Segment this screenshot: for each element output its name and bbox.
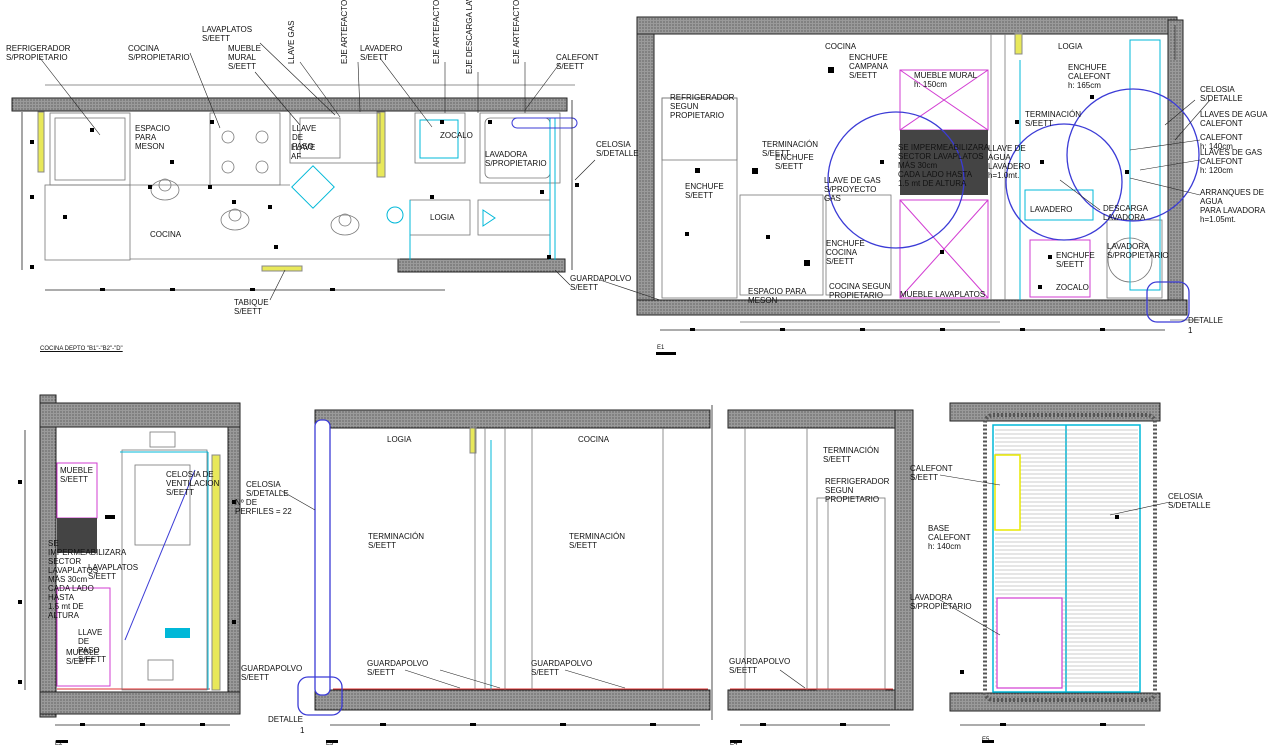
plan-view bbox=[11, 42, 596, 301]
e1-label-enchufe-1: ENCHUFE S/EETT bbox=[775, 153, 814, 171]
e1-label-descarga: DESCARGA LAVADORA bbox=[1103, 204, 1148, 222]
e3-label-guardapolvo-2: GUARDAPOLVO S/EETT bbox=[531, 659, 593, 677]
e5-label-calefont: CALEFONT S/EETT bbox=[910, 464, 953, 482]
e1-label-mueble-lavaplatos: MUEBLE LAVAPLATOS bbox=[900, 290, 986, 299]
e1-label-mueble-mural: MUEBLE MURAL h: 150cm bbox=[914, 71, 978, 89]
e5-label-base-calefont: BASE CALEFONT h: 140cm bbox=[928, 524, 971, 551]
plan-tabique bbox=[261, 265, 303, 272]
e2-label-celosia: CELOSIA S/DETALLE bbox=[246, 480, 289, 498]
e2-label-guardapolvo: GUARDAPOLVO S/EETT bbox=[241, 664, 303, 682]
plan-label-lavaplatos: LAVAPLATOS S/EETT bbox=[202, 25, 253, 43]
e3-label-detalle-num: 1 bbox=[300, 726, 305, 735]
e1-label-cocina: COCINA bbox=[825, 42, 857, 51]
e1-label-zocalo: ZOCALO bbox=[1056, 283, 1089, 292]
plan-label-eje-artefacto: EJE ARTEFACTO bbox=[340, 0, 349, 64]
plan-label-guardapolvo: GUARDAPOLVO S/EETT bbox=[570, 274, 632, 292]
e4-label-refrigerador: REFRIGERADOR SEGUN PROPIETARIO bbox=[825, 477, 890, 504]
plan-label-lavadero: LAVADERO S/EETT bbox=[360, 44, 403, 62]
e1-label-enchufe-3: ENCHUFE S/EETT bbox=[1056, 251, 1095, 269]
plan-label-cocina: COCINA bbox=[150, 230, 182, 239]
e4-label-terminacion: TERMINACIÓN S/EETT bbox=[823, 446, 879, 464]
plan-top-wall bbox=[11, 97, 568, 112]
e1-label-cocina-segun: COCINA SEGUN PROPIETARIO bbox=[829, 282, 891, 300]
e3-view-label: E3 bbox=[326, 741, 334, 747]
e2-label-mueble-2: MUEBLE S/EETT bbox=[66, 648, 99, 666]
e1-label-enchufe-calefont: ENCHUFE CALEFONT h: 165cm bbox=[1068, 63, 1111, 90]
e2-label-celosia-vent: CELOSIA DE VENTILACION S/EETT bbox=[166, 470, 220, 497]
plan-label-zocalo: ZOCALO bbox=[440, 131, 473, 140]
e1-label-detalle-num: 1 bbox=[1188, 326, 1193, 335]
plan-label-calefont: CALEFONT S/EETT bbox=[556, 53, 599, 71]
plan-label-refrigerador: REFRIGERADOR S/PROPIETARIO bbox=[6, 44, 71, 62]
elevation-e1 bbox=[599, 16, 1211, 355]
elevation-e2 bbox=[18, 394, 241, 743]
e2-label-lavaplatos: LAVAPLATOS S/EETT bbox=[88, 563, 139, 581]
e1-label-enchufe-campana: ENCHUFE CAMPANA S/EETT bbox=[849, 53, 888, 80]
e1-label-logia: LOGIA bbox=[1058, 42, 1083, 51]
e1-view-label: E1 bbox=[657, 345, 665, 351]
e1-label-enchufe-2: ENCHUFE S/EETT bbox=[685, 182, 724, 200]
e1-label-terminacion-2: TERMINACIÓN S/EETT bbox=[1025, 110, 1081, 128]
e1-label-llave-agua: LLAVE DE AGUA LAVADERO h=1.0mt. bbox=[988, 144, 1031, 180]
e1-label-lavadora: LAVADORA S/PROPIETARIO bbox=[1107, 242, 1169, 260]
e1-label-calefont-h: CALEFONT h: 140cm bbox=[1200, 133, 1243, 151]
plan-label-lavadora: LAVADORA S/PROPIETARIO bbox=[485, 150, 547, 168]
e3-label-terminacion-1: TERMINACIÓN S/EETT bbox=[368, 532, 424, 550]
e1-label-lavadero: LAVADERO bbox=[1030, 205, 1073, 214]
plan-label-eje-artefacto-3: EJE ARTEFACTO bbox=[512, 0, 521, 64]
e3-label-detalle: DETALLE bbox=[268, 715, 303, 724]
plan-label-eje-descarga: EJE DESCARGA LAVADORA bbox=[465, 0, 474, 74]
e2-label-llave-paso: LLAVE DE PASO S/EETT bbox=[78, 628, 107, 664]
e1-label-espacio-meson: ESPACIO PARA MESON bbox=[748, 287, 807, 305]
plan-label-espacio-meson: ESPACIO PARA MESON bbox=[135, 124, 170, 151]
e4-view-label: E4 bbox=[730, 741, 738, 747]
plan-title: COCINA DEPTO "B1"-"B2"-"D" bbox=[40, 346, 123, 352]
e2-label-perfiles: Nº DE PERFILES = 22 bbox=[235, 498, 292, 516]
plan-label-cocina-propietario: COCINA S/PROPIETARIO bbox=[128, 44, 190, 62]
plan-label-llave-af: LLAVE AF bbox=[291, 143, 316, 161]
plan-label-llave-paso: LLAVE DE PASO bbox=[292, 124, 317, 151]
e1-label-terminacion-1: TERMINACIÓN S/EETT bbox=[762, 140, 818, 158]
e1-label-detalle: DETALLE bbox=[1188, 316, 1223, 325]
e1-label-llaves-gas: LLAVES DE GAS CALEFONT h: 120cm bbox=[1200, 148, 1263, 175]
elevation-e5 bbox=[939, 402, 1171, 743]
e5-view-label: E5 bbox=[982, 737, 990, 743]
e1-label-celosia: CELOSIA S/DETALLE bbox=[1200, 85, 1243, 103]
e2-label-impermeabilizara: SE IMPERMEABILIZARA SECTOR LAVAPLATOS MÁ… bbox=[48, 539, 127, 620]
plan-label-mueble-mural: MUEBLE MURAL S/EETT bbox=[228, 44, 261, 71]
e3-label-logia: LOGIA bbox=[387, 435, 412, 444]
e1-label-enchufe-cocina: ENCHUFE COCINA S/EETT bbox=[826, 239, 865, 266]
e1-label-llave-gas: LLAVE DE GAS S/PROYECTO GAS bbox=[824, 176, 881, 203]
e3-label-terminacion-2: TERMINACIÓN S/EETT bbox=[569, 532, 625, 550]
plan-label-logia: LOGIA bbox=[430, 213, 455, 222]
plan-label-celosia: CELOSIA S/DETALLE bbox=[596, 140, 639, 158]
plan-label-llave-gas: LLAVE GAS bbox=[287, 20, 296, 64]
e1-label-llaves-agua: LLAVES DE AGUA CALEFONT bbox=[1200, 110, 1268, 128]
e5-label-lavadora: LAVADORA S/PROPIETARIO bbox=[910, 593, 972, 611]
e2-view-label: E2 bbox=[55, 741, 63, 747]
e4-label-guardapolvo: GUARDAPOLVO S/EETT bbox=[729, 657, 791, 675]
e3-label-cocina: COCINA bbox=[578, 435, 610, 444]
e2-label-mueble: MUEBLE S/EETT bbox=[60, 466, 93, 484]
e1-label-refrigerador: REFRIGERADOR SEGUN PROPIETARIO bbox=[670, 93, 735, 120]
e1-label-arranques: ARRANQUES DE AGUA PARA LAVADORA h=1.05mt… bbox=[1200, 188, 1266, 224]
plan-bottom-wall bbox=[397, 258, 566, 273]
e5-label-celosia: CELOSIA S/DETALLE bbox=[1168, 492, 1211, 510]
e1-label-impermeabilizara: SE IMPERMEABILIZARA SECTOR LAVAPLATOS MÁ… bbox=[898, 143, 990, 188]
plan-label-tabique: TABIQUE S/EETT bbox=[234, 298, 269, 316]
e3-label-guardapolvo-1: GUARDAPOLVO S/EETT bbox=[367, 659, 429, 677]
elevation-e4 bbox=[727, 409, 914, 743]
plan-label-eje-artefacto-2: EJE ARTEFACTO bbox=[432, 0, 441, 64]
elevation-e3 bbox=[279, 405, 713, 743]
